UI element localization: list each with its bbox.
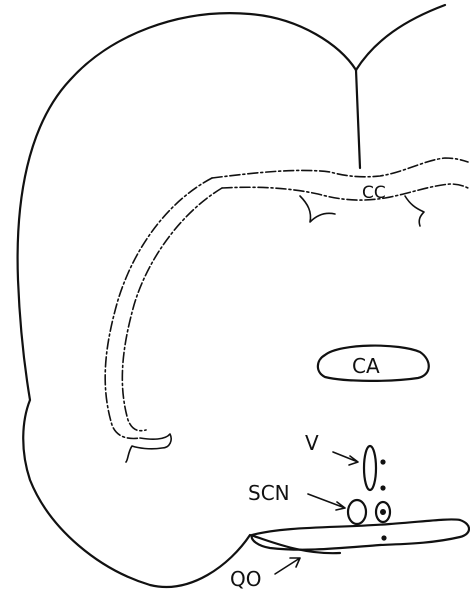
scn-left-nucleus: [348, 500, 366, 524]
optic-chiasm-arrow: [275, 558, 300, 574]
scn-arrow: [308, 494, 345, 510]
ventricle-dot-lower: [380, 485, 385, 490]
lateral-ventricle-inner: [122, 188, 222, 431]
third-ventricle-shape: [364, 446, 376, 490]
third-ventricle-label: V: [305, 431, 319, 455]
corpus-callosum-lower: [222, 184, 468, 200]
right-hemisphere-edge: [356, 5, 445, 70]
hemisphere-outline: [18, 13, 356, 587]
scn-label: SCN: [248, 481, 290, 505]
corpus-callosum-upper: [212, 158, 468, 178]
scn-center-dot: [380, 509, 386, 515]
chiasm-dot: [381, 535, 386, 540]
midline-fissure: [356, 70, 360, 168]
lateral-ventricle-outer: [105, 178, 212, 438]
third-ventricle-arrow: [333, 452, 358, 465]
corpus-callosum-label: CC: [362, 183, 386, 203]
corpus-callosum-left-wing: [300, 196, 335, 222]
anterior-commissure-label: CA: [352, 354, 380, 378]
ventricle-dot-upper: [380, 459, 385, 464]
optic-chiasm-label: QO: [230, 567, 261, 591]
corpus-callosum-right-wing: [405, 196, 424, 226]
